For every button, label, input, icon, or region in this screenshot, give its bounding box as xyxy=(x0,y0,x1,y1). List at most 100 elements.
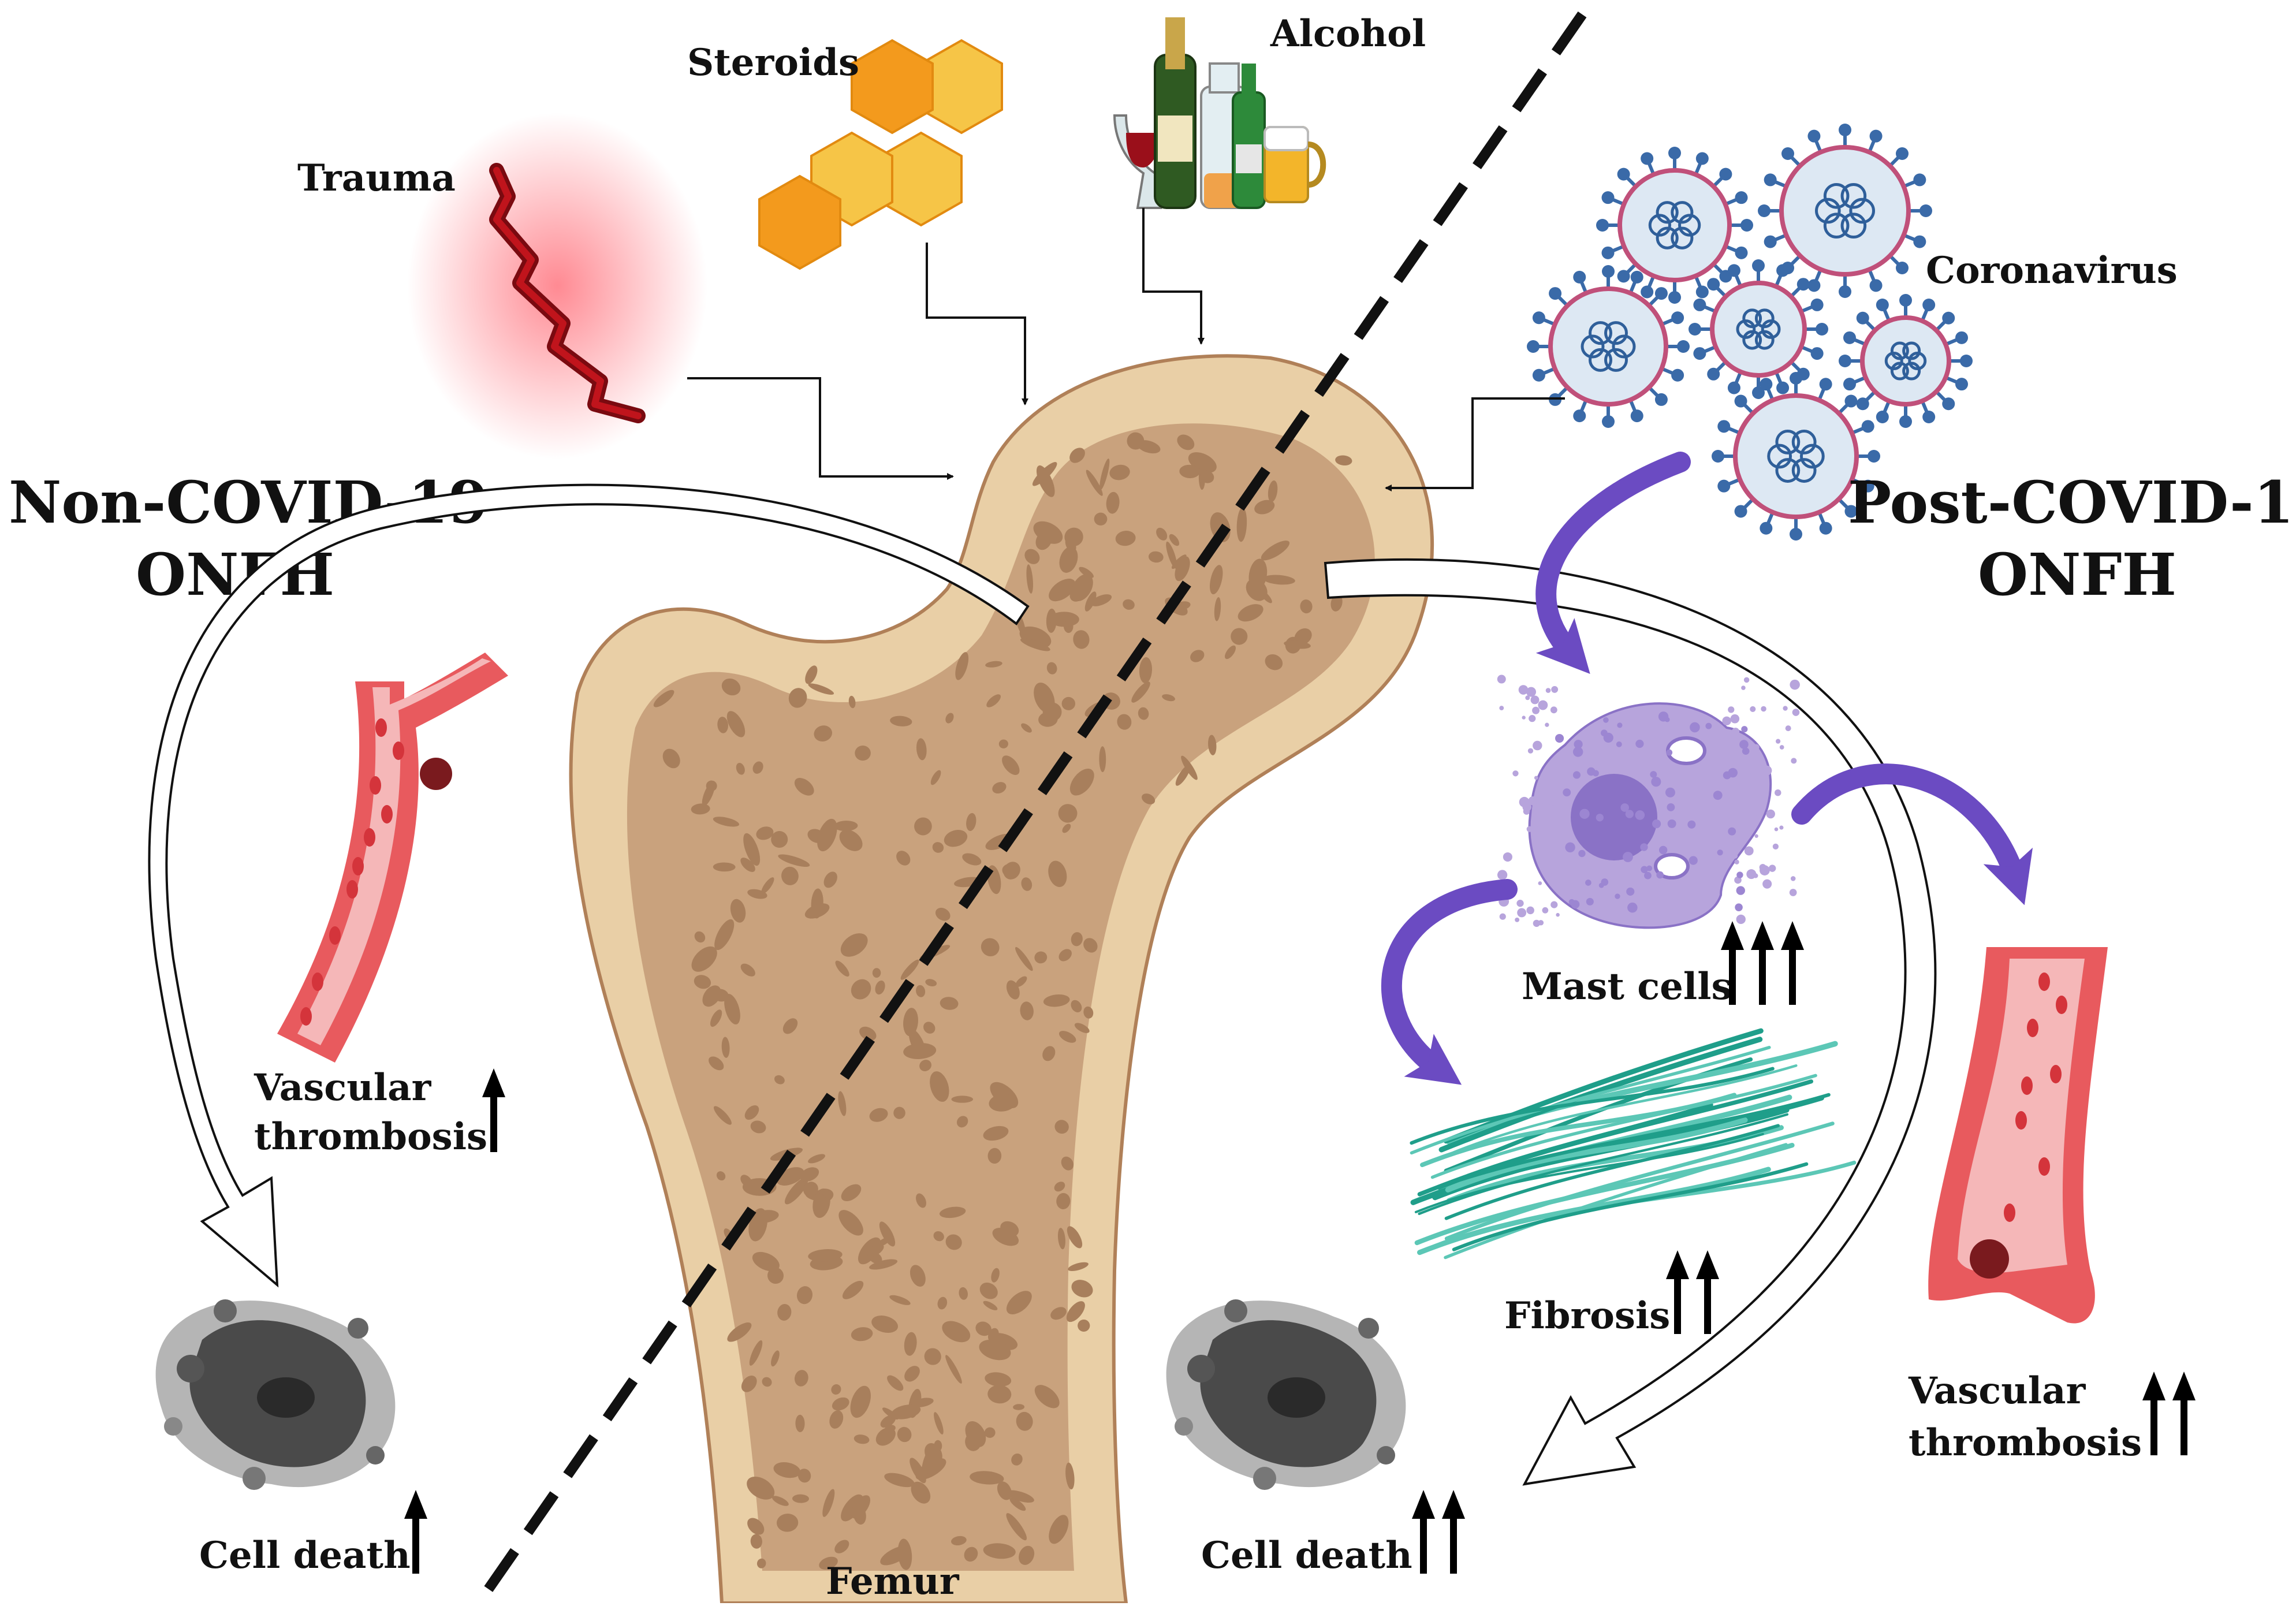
trabecula-blob xyxy=(1034,951,1048,964)
trabecula-blob xyxy=(867,1243,884,1257)
trabecula-blob xyxy=(911,1481,931,1504)
trabecula-blob xyxy=(839,829,863,851)
trabecula-blob xyxy=(1131,681,1150,703)
granule xyxy=(1742,747,1750,755)
fibrosis-fiber xyxy=(1410,1067,1775,1145)
trabecula-blob xyxy=(1002,755,1020,775)
trabecula-blob xyxy=(1006,1513,1027,1541)
trabecula-blob xyxy=(869,1259,898,1270)
trabecula-blob xyxy=(890,716,912,726)
trabecula-blob xyxy=(1268,480,1278,502)
trabecula-blob xyxy=(1006,980,1020,1000)
trabecula-blob xyxy=(710,1009,722,1027)
trabecula-blob xyxy=(694,975,711,989)
trabecula-blob xyxy=(923,1022,935,1034)
granule xyxy=(1526,687,1536,697)
trabecula-blob xyxy=(983,1126,1009,1141)
trabecula-blob xyxy=(956,1116,968,1128)
trabecula-blob xyxy=(893,1106,905,1119)
granule xyxy=(1551,685,1559,693)
granule xyxy=(1762,879,1772,889)
granule xyxy=(1525,695,1530,700)
coronavirus-particle xyxy=(1527,265,1690,428)
trabecula-blob xyxy=(834,821,858,832)
trabecula-blob xyxy=(869,1108,888,1122)
trabecula-blob xyxy=(1009,1497,1026,1511)
right-cycle-arrow xyxy=(1324,558,1937,1486)
trabecula-blob xyxy=(951,1536,967,1546)
granule xyxy=(1572,771,1581,779)
trabecula-blob xyxy=(1069,448,1085,463)
granule xyxy=(1512,770,1519,777)
trabecula-blob xyxy=(752,761,763,774)
trabecula-blob xyxy=(1069,769,1094,796)
trabecula-blob xyxy=(955,652,969,680)
granule xyxy=(1734,876,1742,884)
granule xyxy=(1743,677,1750,683)
right-title-line1: Post-COVID-19 xyxy=(1848,468,2296,536)
granule xyxy=(1497,870,1508,880)
right-title-line2: ONFH xyxy=(1978,541,2176,609)
granule xyxy=(1615,893,1620,899)
trabecula-blob xyxy=(713,817,740,827)
trabecula-blob xyxy=(717,717,728,733)
fibrosis-fiber xyxy=(1417,1167,1771,1255)
trabecula-blob xyxy=(1179,464,1200,479)
fibrosis-fiber xyxy=(1410,1045,1771,1155)
fibrosis-fiber xyxy=(1444,1121,1835,1240)
trabecula-blob xyxy=(788,688,807,708)
granule xyxy=(1790,876,1796,881)
fibrosis-fiber xyxy=(1444,1124,1780,1220)
granule xyxy=(1635,739,1644,748)
red-blood-cell xyxy=(329,926,341,945)
granule xyxy=(1759,863,1766,871)
granule xyxy=(1783,706,1788,711)
right-vascular-thrombosis-level-arrows xyxy=(2142,1372,2196,1455)
up-arrow-head xyxy=(2172,1372,2196,1400)
trabecula-blob xyxy=(1061,1156,1074,1171)
trabecula-blob xyxy=(1000,1221,1019,1237)
trabecula-blob xyxy=(1054,1182,1065,1192)
trabecula-blob xyxy=(741,1375,757,1392)
trabecula-blob xyxy=(916,985,926,997)
red-blood-cell xyxy=(312,972,323,991)
trabecula-blob xyxy=(702,985,721,1007)
trabecula-blob xyxy=(1024,549,1040,564)
trabecula-blob xyxy=(1056,1193,1071,1209)
trabecula-blob xyxy=(740,963,755,977)
granule xyxy=(1779,825,1784,830)
risk-factor-connectors xyxy=(687,208,1565,491)
trabecula-blob xyxy=(752,1251,780,1272)
trabecula-blob xyxy=(930,770,941,785)
trabecula-blob xyxy=(848,695,856,709)
granule xyxy=(1550,800,1555,806)
mast-to-vessel-arrow xyxy=(1791,763,2033,906)
granule xyxy=(1768,865,1776,872)
trabecula-blob xyxy=(823,871,837,888)
left-vascular-thrombosis-level-arrows xyxy=(482,1068,505,1152)
divider-dashed-line xyxy=(480,11,1587,1597)
fibrosis-fiber xyxy=(1438,1037,1763,1153)
granule xyxy=(1528,796,1538,806)
trabecula-blob xyxy=(935,907,951,921)
trabecula-blob xyxy=(1061,696,1076,710)
trabecula-blob xyxy=(1011,1453,1023,1466)
alcohol-label: Alcohol xyxy=(1270,12,1426,55)
trabecula-blob xyxy=(777,1304,792,1321)
trabecula-blob xyxy=(1117,714,1132,730)
trabecula-blob xyxy=(653,690,674,707)
trabecula-blob xyxy=(1200,470,1214,483)
granule xyxy=(1519,796,1530,807)
red-blood-cell xyxy=(352,857,364,875)
granule xyxy=(1533,919,1541,927)
trabecula-blob xyxy=(838,1091,847,1116)
trabecula-blob xyxy=(965,1421,986,1447)
granule xyxy=(1734,859,1739,865)
granule xyxy=(1545,688,1551,693)
granule xyxy=(1578,849,1586,858)
trabecula-blob xyxy=(726,711,746,737)
granule xyxy=(1579,808,1590,819)
granule xyxy=(1553,858,1559,863)
left-vascular-label-line2: thrombosis xyxy=(254,1115,487,1158)
trabecula-blob xyxy=(916,738,927,761)
